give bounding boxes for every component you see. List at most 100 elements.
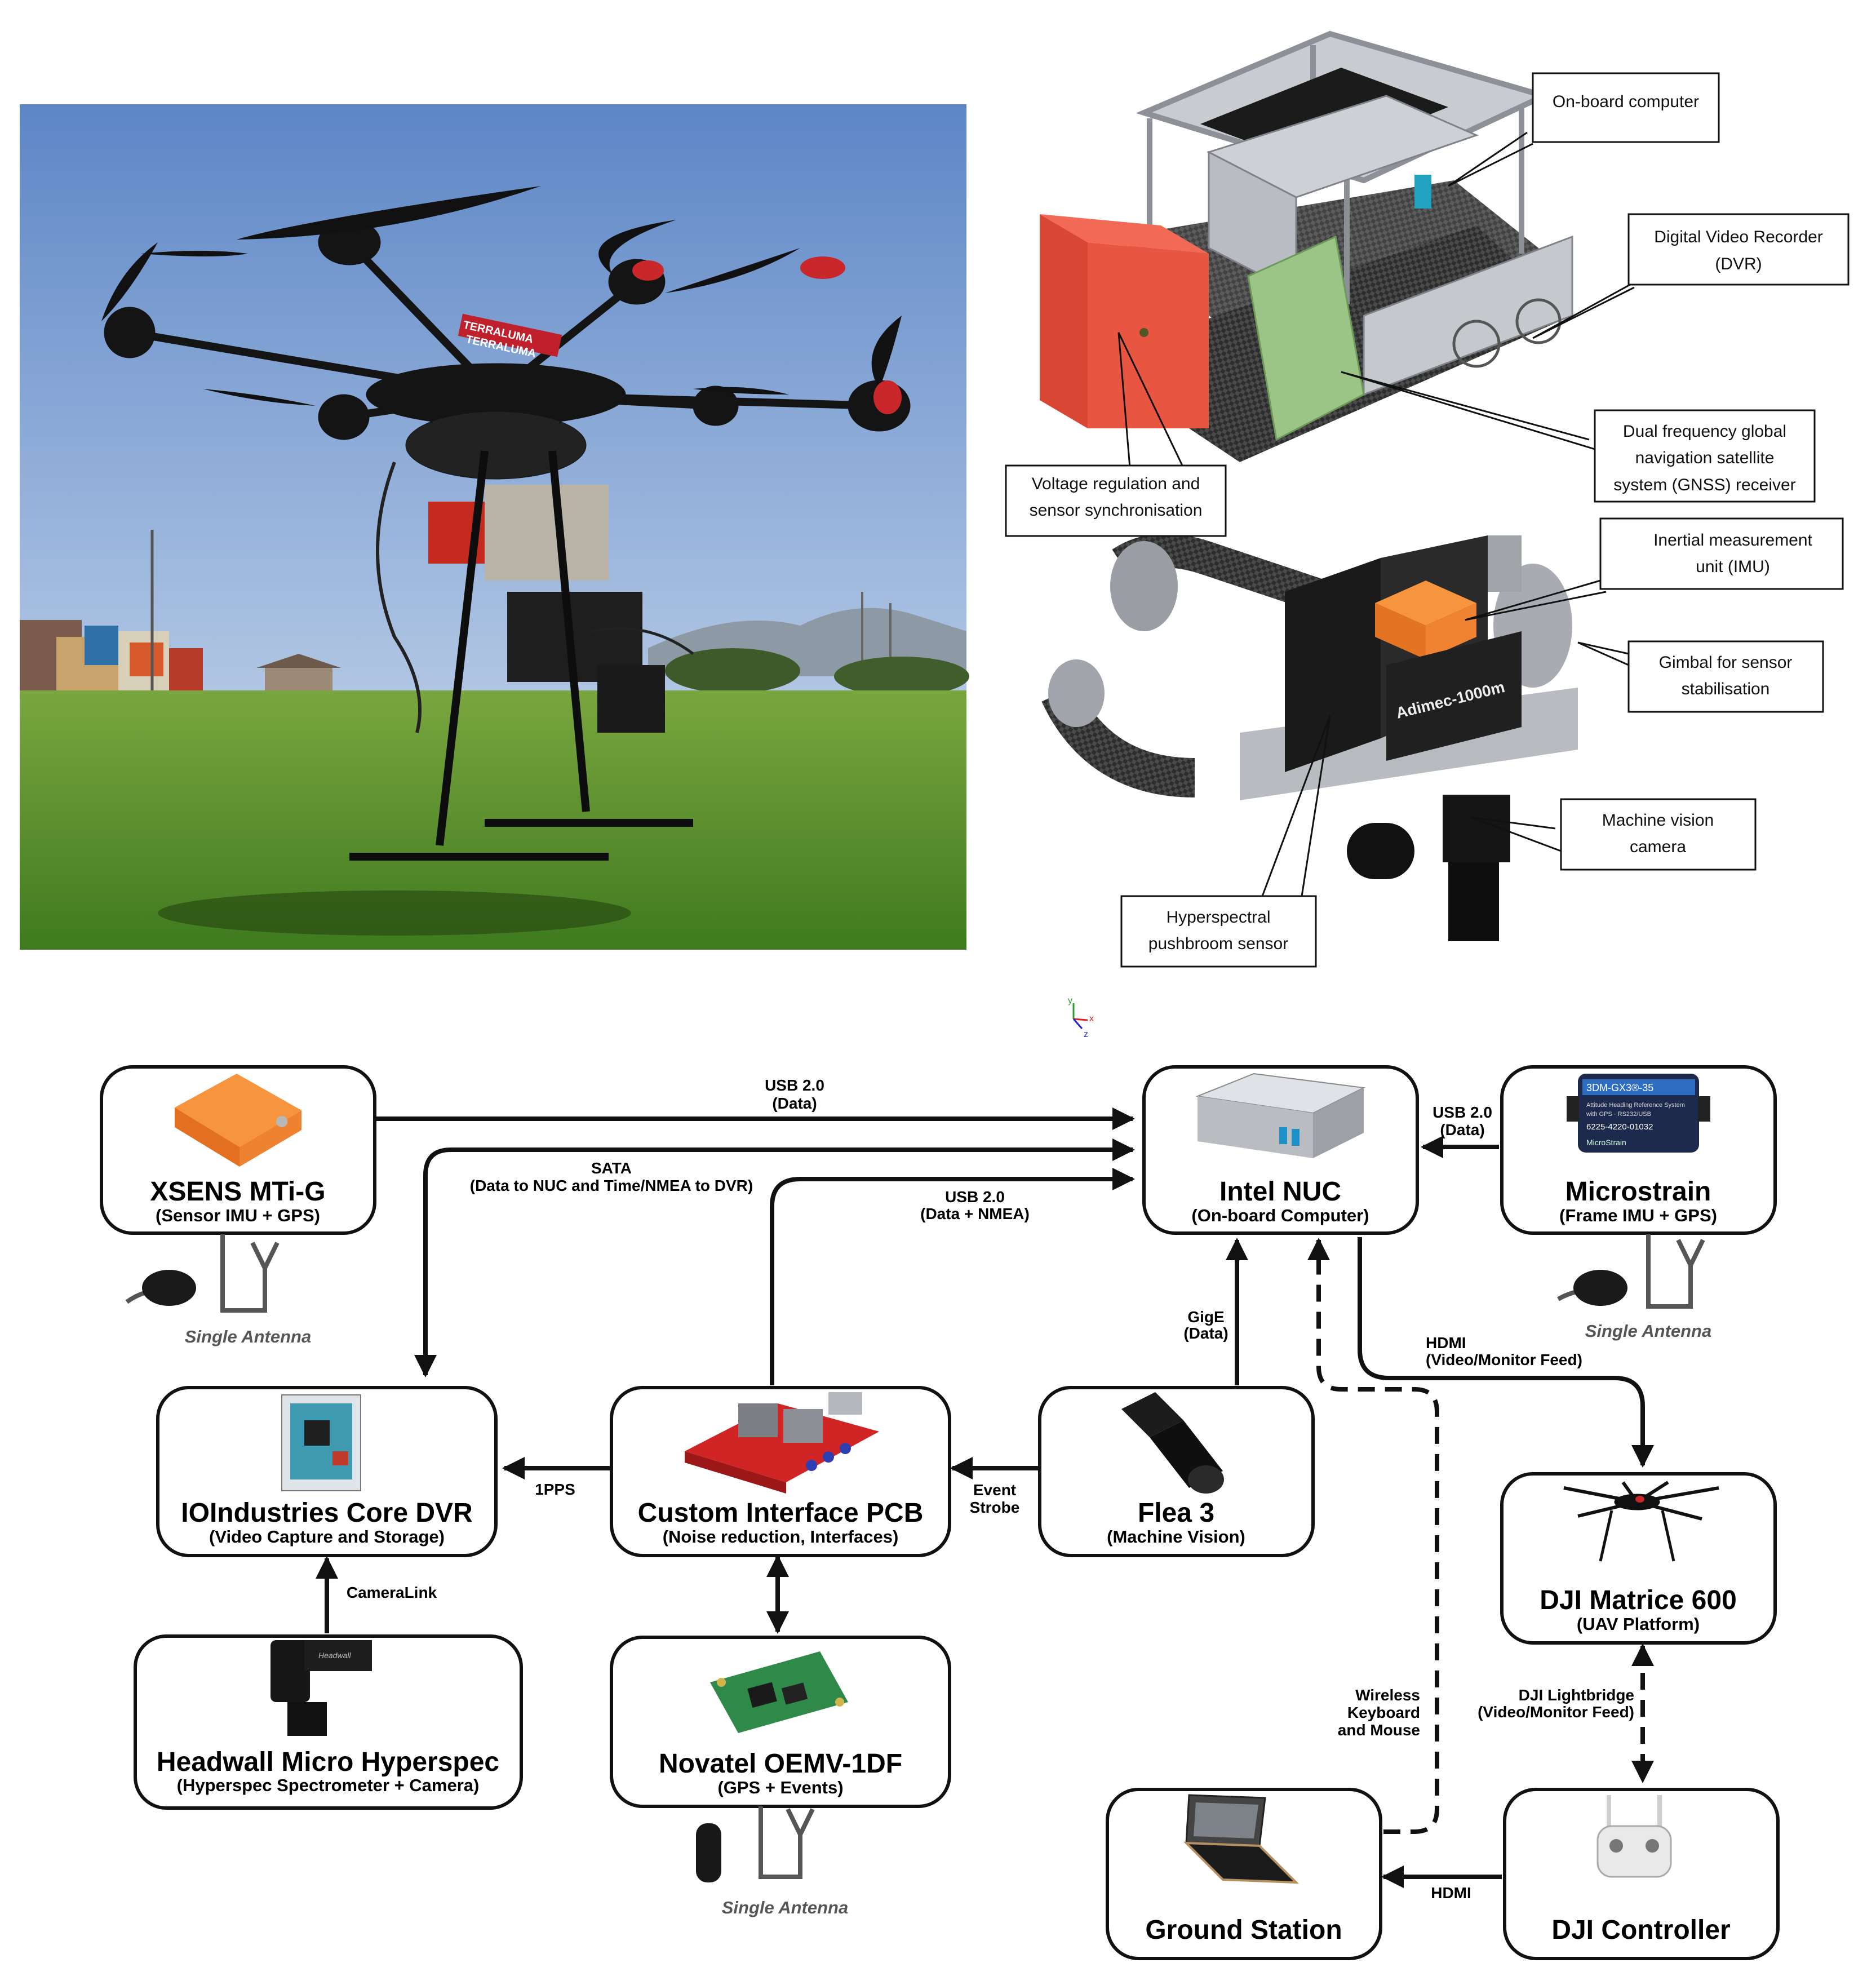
- label-usb-pcb: USB 2.0: [945, 1188, 1005, 1206]
- axis-z: z: [1084, 1030, 1088, 1039]
- flea-title: Flea 3: [1138, 1498, 1214, 1528]
- gps-pucks: [142, 1270, 1627, 1882]
- ground-station-icon: [1183, 1794, 1300, 1884]
- dvr-board-icon: [281, 1394, 361, 1491]
- microstrain-brand: MicroStrain: [1586, 1138, 1626, 1147]
- callout-text: unit (IMU): [1696, 557, 1770, 576]
- dji-matrice-icon: [1563, 1481, 1719, 1562]
- antenna-label-microstrain: Single Antenna: [1585, 1321, 1711, 1341]
- drone-photo: TERRALUMA TERRALUMA: [20, 104, 969, 950]
- antenna-labels: Single Antenna Single Antenna Single Ant…: [185, 1321, 1711, 1917]
- headwall-logo: Headwall: [318, 1651, 351, 1660]
- edge-pcb-nuc: [770, 1168, 1135, 1385]
- label-lightbridge-sub: (Video/Monitor Feed): [1478, 1703, 1634, 1721]
- motor-red-rings: [632, 256, 902, 414]
- callout-gnss: Dual frequency global navigation satelli…: [1594, 409, 1816, 503]
- callout-hyperspectral: Hyperspectral pushbroom sensor: [1120, 895, 1317, 968]
- callout-text: On-board computer: [1553, 92, 1699, 111]
- axis-x: x: [1089, 1014, 1094, 1024]
- microstrain-part: 6225-4220-01032: [1586, 1122, 1653, 1132]
- microstrain-desc-1: Attitude Heading Reference System: [1586, 1102, 1685, 1109]
- headwall-sub: (Hyperspec Spectrometer + Camera): [177, 1775, 480, 1795]
- callout-text: pushbroom sensor: [1148, 934, 1288, 953]
- callout-text: Hyperspectral: [1166, 908, 1270, 927]
- label-usb-pcb-sub: (Data + NMEA): [920, 1205, 1030, 1222]
- label-wireless: Wireless: [1355, 1686, 1420, 1704]
- callout-leaders: [1117, 131, 1646, 897]
- microstrain-title: Microstrain: [1565, 1177, 1711, 1207]
- dvr-title: IOIndustries Core DVR: [181, 1498, 472, 1528]
- edge-wireless-keyboard: [1307, 1238, 1439, 1834]
- callout-text: Dual frequency global: [1623, 422, 1786, 441]
- pcb-sub: (Noise reduction, Interfaces): [663, 1527, 899, 1547]
- photo-callouts: On-board computer Digital Video Recorder…: [1005, 72, 1850, 968]
- dji-controller-icon: [1596, 1795, 1672, 1878]
- label-gige-sub: (Data): [1183, 1324, 1228, 1342]
- nuc-sub: (On-board Computer): [1191, 1206, 1369, 1225]
- label-usb-micro: USB 2.0: [1432, 1104, 1492, 1121]
- landing-gear: [349, 450, 693, 861]
- dvr-sub: (Video Capture and Storage): [209, 1527, 445, 1547]
- novatel-title: Novatel OEMV-1DF: [659, 1749, 902, 1779]
- callout-text: Machine vision: [1602, 811, 1714, 830]
- callout-text: stabilisation: [1682, 680, 1770, 698]
- label-cameralink: CameraLink: [347, 1584, 437, 1601]
- callout-text: Voltage regulation and: [1032, 475, 1200, 493]
- node-headwall-box: [134, 1634, 523, 1810]
- label-usb-xsens-sub: (Data): [772, 1095, 817, 1112]
- novatel-sub: (GPS + Events): [717, 1778, 843, 1797]
- node-icons: 3DM-GX3®-35 Attitude Heading Reference S…: [175, 1073, 1719, 1884]
- node-labels: XSENS MTi-G (Sensor IMU + GPS) Intel NUC…: [150, 1177, 1736, 1945]
- microstrain-desc-2: with GPS · RS232/USB: [1586, 1111, 1651, 1118]
- xsens-imu-icon: [175, 1074, 301, 1167]
- axis-triad: y x z: [1068, 996, 1094, 1039]
- callout-text: sensor synchronisation: [1030, 501, 1203, 520]
- callout-onboard-computer: On-board computer: [1532, 72, 1720, 143]
- label-event-sub: Strobe: [970, 1499, 1020, 1516]
- propellers: [101, 186, 902, 406]
- flea-camera-icon: [1121, 1392, 1224, 1494]
- ground-title: Ground Station: [1145, 1915, 1342, 1945]
- antennas: [125, 1234, 1705, 1879]
- custom-pcb-icon: [685, 1392, 879, 1494]
- node-dji600-box: [1500, 1472, 1777, 1645]
- callout-text: Inertial measurement: [1653, 531, 1812, 550]
- callout-text: camera: [1630, 838, 1686, 856]
- voltage-box: [1040, 214, 1209, 428]
- label-hdmi-ground: HDMI: [1431, 1884, 1471, 1902]
- label-sata-sub: (Data to NUC and Time/NMEA to DVR): [470, 1177, 753, 1194]
- intel-nuc-icon: [1195, 1073, 1366, 1158]
- label-1pps: 1PPS: [535, 1481, 575, 1498]
- xsens-sub: (Sensor IMU + GPS): [156, 1206, 320, 1225]
- callout-imu: Inertial measurement unit (IMU): [1599, 517, 1844, 590]
- label-usb-micro-sub: (Data): [1440, 1121, 1484, 1138]
- novatel-board-icon: [710, 1651, 848, 1733]
- callout-text: Digital Video Recorder: [1654, 228, 1823, 246]
- edge-labels: USB 2.0 (Data) SATA (Data to NUC and Tim…: [347, 1076, 1634, 1902]
- label-sata: SATA: [591, 1159, 632, 1177]
- callout-machine-vision: Machine vision camera: [1560, 798, 1757, 871]
- callout-text: Gimbal for sensor: [1659, 653, 1793, 672]
- callout-text: (DVR): [1715, 255, 1762, 273]
- label-gige: GigE: [1187, 1308, 1224, 1326]
- diagram-dashed-edges: [1307, 1238, 1654, 1834]
- label-hdmi-video-sub: (Video/Monitor Feed): [1426, 1351, 1582, 1368]
- headwall-icon: Headwall: [270, 1640, 372, 1736]
- flea-sub: (Machine Vision): [1107, 1527, 1245, 1547]
- label-wireless-2: Keyboard: [1347, 1704, 1420, 1721]
- axis-y: y: [1068, 996, 1072, 1005]
- callout-gimbal: Gimbal for sensor stabilisation: [1627, 640, 1824, 713]
- microstrain-device-icon: 3DM-GX3®-35 Attitude Heading Reference S…: [1567, 1074, 1710, 1153]
- nuc-title: Intel NUC: [1219, 1177, 1341, 1207]
- label-usb-xsens: USB 2.0: [765, 1076, 824, 1094]
- pcb-title: Custom Interface PCB: [638, 1498, 924, 1528]
- microstrain-model: 3DM-GX3®-35: [1586, 1082, 1653, 1093]
- edge-sata: [414, 1138, 1135, 1377]
- controller-title: DJI Controller: [1551, 1915, 1730, 1945]
- imu-render: [1375, 581, 1476, 659]
- callout-dvr: Digital Video Recorder (DVR): [1627, 213, 1850, 286]
- label-hdmi-video: HDMI: [1426, 1334, 1466, 1352]
- edge-nuc-dji600: [1358, 1237, 1654, 1468]
- microstrain-sub: (Frame IMU + GPS): [1559, 1206, 1717, 1225]
